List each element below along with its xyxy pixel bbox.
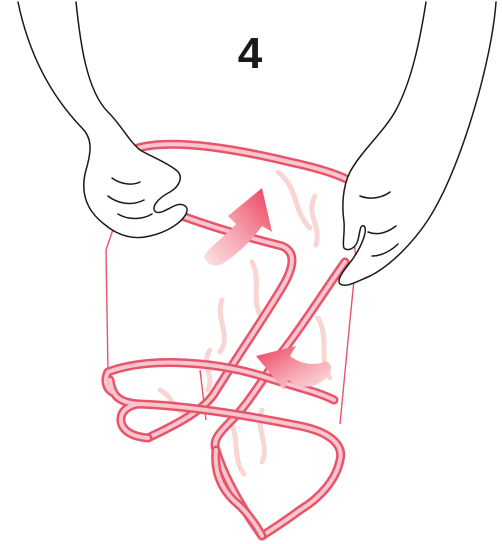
right-hand-icon (339, 2, 496, 285)
fabric-rim-bottom (106, 363, 341, 536)
left-hand-icon (18, 2, 187, 238)
curved-arrow-icon (256, 346, 331, 390)
step-number: 4 (220, 30, 280, 78)
